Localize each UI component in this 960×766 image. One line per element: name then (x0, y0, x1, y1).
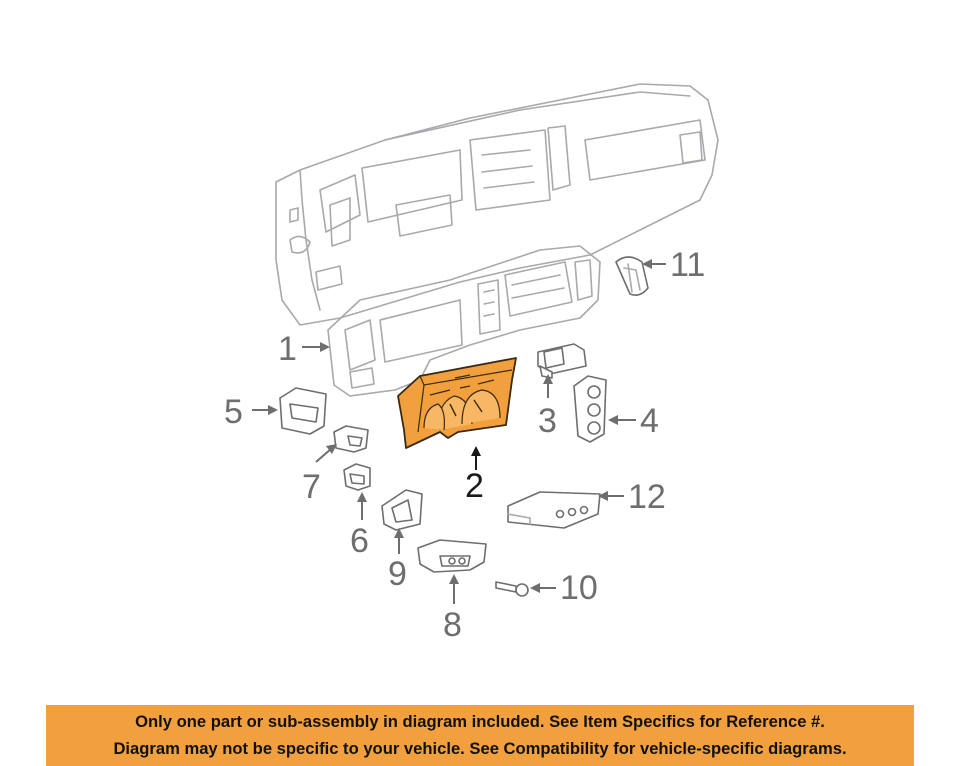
callout-7: 7 (302, 468, 321, 506)
dashboard-drawing (275, 83, 719, 326)
callout-6: 6 (350, 522, 369, 560)
callout-12: 12 (628, 478, 666, 516)
part-11-vent (615, 256, 649, 296)
part-7-switch (333, 425, 369, 453)
callout-1: 1 (278, 330, 297, 368)
part-12-switch-panel (507, 491, 601, 529)
callout-11: 11 (670, 246, 705, 284)
callout-4: 4 (640, 402, 659, 440)
part-8-control-head (417, 539, 487, 573)
callout-8: 8 (443, 606, 462, 644)
disclaimer-banner: Only one part or sub-assembly in diagram… (46, 705, 914, 766)
disclaimer-line-1: Only one part or sub-assembly in diagram… (135, 712, 825, 731)
part-4-switch-panel (573, 375, 607, 443)
disclaimer-line-2: Diagram may not be specific to your vehi… (113, 739, 847, 758)
part-5-switch (279, 387, 327, 435)
part-9-bezel (381, 489, 423, 531)
part-10-screw (495, 581, 529, 597)
callout-arrows (252, 259, 666, 604)
callout-2: 2 (465, 467, 484, 505)
part-3-switch (537, 343, 587, 379)
callout-9: 9 (388, 555, 407, 593)
parts-diagram: 1 2 3 4 5 6 7 8 9 10 11 12 (224, 83, 719, 644)
part-2-instrument-cluster (397, 357, 517, 449)
callout-10: 10 (560, 569, 598, 607)
part-6-switch (343, 463, 371, 491)
callout-5: 5 (224, 393, 243, 431)
part-1-dash-bezel (327, 245, 601, 397)
callout-3: 3 (538, 402, 557, 440)
